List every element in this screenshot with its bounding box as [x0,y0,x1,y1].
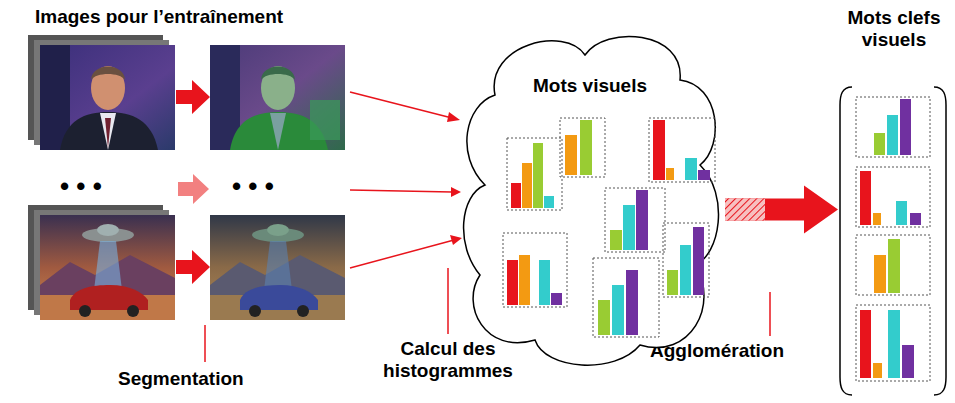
keyword-histograms [856,97,930,381]
ellipsis: • • • [60,172,102,202]
desert-image [40,215,175,320]
step-label: Calcul des histogrammes [373,338,523,382]
segmented-desert-image [210,215,345,320]
segmentation-arrows [176,80,210,284]
block-arrow [725,186,838,234]
ellipsis: • • • [232,172,274,202]
visual-keywords-panel: Mots clefs visuels [838,5,952,398]
segmented-news-image [210,45,345,150]
step-label: Segmentation [118,368,244,390]
visual-words-cloud: Mots visuels [455,25,725,370]
visual-word-histograms [503,118,715,337]
node-label: Mots clefs visuels [838,7,950,51]
diagram-title: Images pour l’entraînement [35,6,283,28]
histogram-arrows [350,92,462,268]
keyword-bracket [838,5,952,398]
news-image [40,45,175,150]
node-label: Mots visuels [455,75,725,97]
